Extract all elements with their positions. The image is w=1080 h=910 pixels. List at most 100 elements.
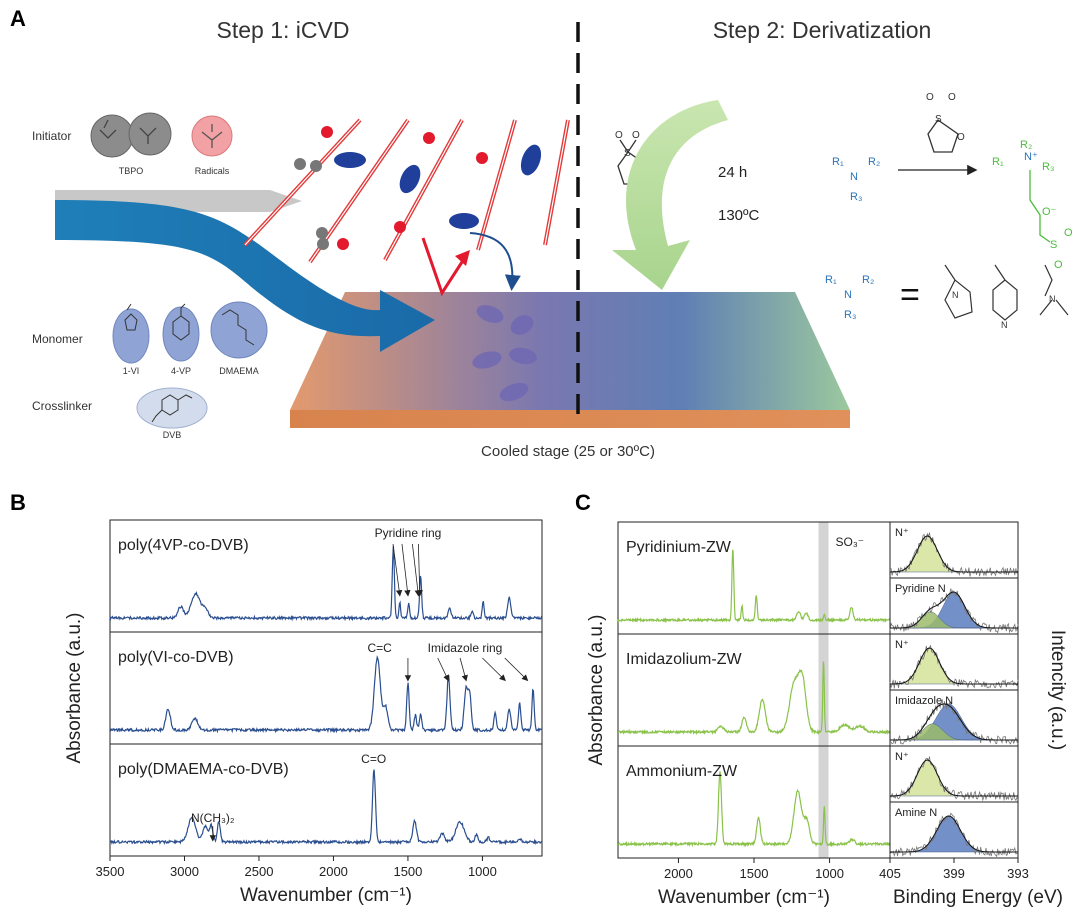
panel-c-spectrum-line: [617, 771, 891, 848]
panel-c-series-label: Ammonium-ZW: [626, 763, 738, 780]
panel-a-letter: A: [10, 6, 26, 31]
panel-b-spectrum-line: [109, 769, 543, 846]
sultone-o1: O: [615, 130, 623, 141]
product-o2: O: [1054, 259, 1063, 271]
panel-c-x-axis-label: Wavenumber (cm⁻¹): [658, 887, 830, 908]
panel-b-annotation-arrow: [416, 543, 423, 597]
step2-title: Step 2: Derivatization: [713, 17, 932, 43]
panel-c-so3-label: SO₃⁻: [836, 535, 865, 549]
amine2-r2: R₂: [862, 274, 874, 286]
xps-subplot-label: N⁺: [895, 527, 909, 539]
blue-adsorb-arrow: [469, 232, 521, 291]
panel-b-annotation: N(CH₃)₂: [191, 811, 235, 825]
xps-fit-line: [890, 535, 1018, 573]
sultone2-s: S: [935, 114, 942, 125]
panel-c-x-tick-label: 2000: [664, 866, 693, 881]
sultone-o2: O: [632, 130, 640, 141]
amine-r1: R₁: [832, 156, 844, 168]
panel-b-x-tick-label: 2000: [319, 864, 348, 879]
panel-c-so3-band: [818, 522, 829, 858]
panel-b-letter: B: [10, 490, 26, 515]
monomer-1vi-label: 1-VI: [123, 366, 140, 376]
panel-b-x-axis-label: Wavenumber (cm⁻¹): [240, 885, 412, 906]
sultone-reagent-atoms: O O S O: [926, 92, 965, 143]
panel-c-spectrum-line: [617, 549, 891, 624]
product-r2: R₂: [1020, 139, 1032, 151]
panel-b-annotation-arrow: [412, 543, 421, 597]
monomer-4vp: [162, 303, 200, 362]
panel-c-spectrum-line: [617, 661, 891, 736]
panel-b-spectrum-line: [109, 655, 543, 734]
xps-fit-line: [890, 759, 1018, 797]
stage-caption: Cooled stage (25 or 30ºC): [481, 443, 655, 460]
amine-n: N: [850, 171, 858, 183]
xps-x-tick-label: 405: [879, 866, 901, 881]
dimethylamine-structure: [1039, 264, 1069, 316]
panel-b-annotation: Pyridine ring: [375, 526, 442, 540]
panel-b-annotation: Imidazole ring: [428, 641, 503, 655]
monomer-4vp-label: 4-VP: [171, 366, 191, 376]
red-rods-inner: [244, 119, 569, 263]
panel-b-series-label: poly(DMAEMA-co-DVB): [118, 761, 289, 778]
panel-b-annotation: C=C: [367, 641, 392, 655]
reaction-time: 24 h: [718, 164, 747, 181]
imidazole-n: N: [952, 290, 959, 300]
panel-c-series-label: Imidazolium-ZW: [626, 651, 742, 668]
zwitterion-product: R₁ N⁺ R₂ R₃ S O⁻ O O: [992, 139, 1073, 271]
panel-a: A Step 1: iCVD Step 2: Derivatization Co…: [10, 6, 1073, 460]
monomer-flow-arrow: [55, 200, 435, 352]
xps-x-tick-label: 393: [1007, 866, 1029, 881]
xps-y-axis-label: Intencity (a.u.): [1047, 630, 1068, 750]
panel-c-chart: SO₃⁻ Pyridinium-ZW Imidazolium-ZW Ammonium-…: [586, 521, 891, 908]
step1-title: Step 1: iCVD: [217, 17, 350, 43]
xps-fit-line: [890, 815, 1018, 853]
panel-c-x-tick-label: 1500: [740, 866, 769, 881]
xps-x-tick-label: 399: [943, 866, 965, 881]
panel-b-chart: poly(4VP-co-DVB)poly(VI-co-DVB)poly(DMAE…: [64, 519, 543, 906]
initiator-dots: [294, 158, 329, 250]
panel-b-x-tick-label: 3500: [96, 864, 125, 879]
amine2-r1: R₁: [825, 274, 837, 286]
imidazole-structure: [944, 264, 973, 319]
dimethylamine-n: N: [1049, 294, 1056, 304]
panel-b-y-axis-label: Absorbance (a.u.): [64, 612, 85, 763]
xps-component-peak: [890, 703, 1018, 741]
panel-b-x-tick-label: 1000: [468, 864, 497, 879]
product-o-minus: O⁻: [1042, 206, 1057, 218]
amine-r3: R₃: [850, 191, 862, 203]
sultone-reagent: [927, 119, 959, 153]
equals-sign: =: [900, 276, 920, 314]
radical-molecule: [191, 115, 233, 157]
monomer-label: Monomer: [32, 332, 83, 346]
monomer-ellipses: [334, 144, 542, 229]
panel-c-y-axis-label: Absorbance (a.u.): [586, 614, 607, 765]
amine-reactant: R₁ N R₂ R₃: [832, 156, 880, 203]
pyridine-n: N: [1001, 320, 1008, 330]
xps-component-peak: [890, 591, 1018, 629]
initiator-label: Initiator: [32, 129, 71, 143]
xps-x-axis-label: Binding Energy (eV): [893, 887, 1063, 908]
panel-c-series-label: Pyridinium-ZW: [626, 539, 732, 556]
product-o1: O: [1064, 227, 1073, 239]
radical-dots: [321, 126, 488, 250]
pyridine-structure: [992, 264, 1018, 321]
sultone-s: S: [624, 148, 631, 159]
product-n: N⁺: [1024, 151, 1038, 163]
xps-fit-line: [890, 591, 1018, 629]
xps-fit-line: [890, 703, 1018, 741]
panel-c-letter: C: [575, 490, 591, 515]
xps-raw-data-line: [889, 698, 1019, 745]
panel-b-annotation-arrow: [392, 543, 403, 597]
panel-b-annotation-arrow: [459, 657, 468, 682]
panel-b-subplot-frame: [109, 743, 543, 857]
panel-b-annotation-arrow: [504, 657, 529, 682]
panel-b-spectrum-line: [109, 545, 543, 622]
product-r1: R₁: [992, 156, 1004, 168]
panel-b-annotation-arrow: [437, 657, 449, 682]
panel-b-series-label: poly(4VP-co-DVB): [118, 537, 249, 554]
panel-c-x-tick-label: 1000: [815, 866, 844, 881]
xps-raw-data-line: [889, 588, 1019, 634]
amine2-n: N: [844, 289, 852, 301]
